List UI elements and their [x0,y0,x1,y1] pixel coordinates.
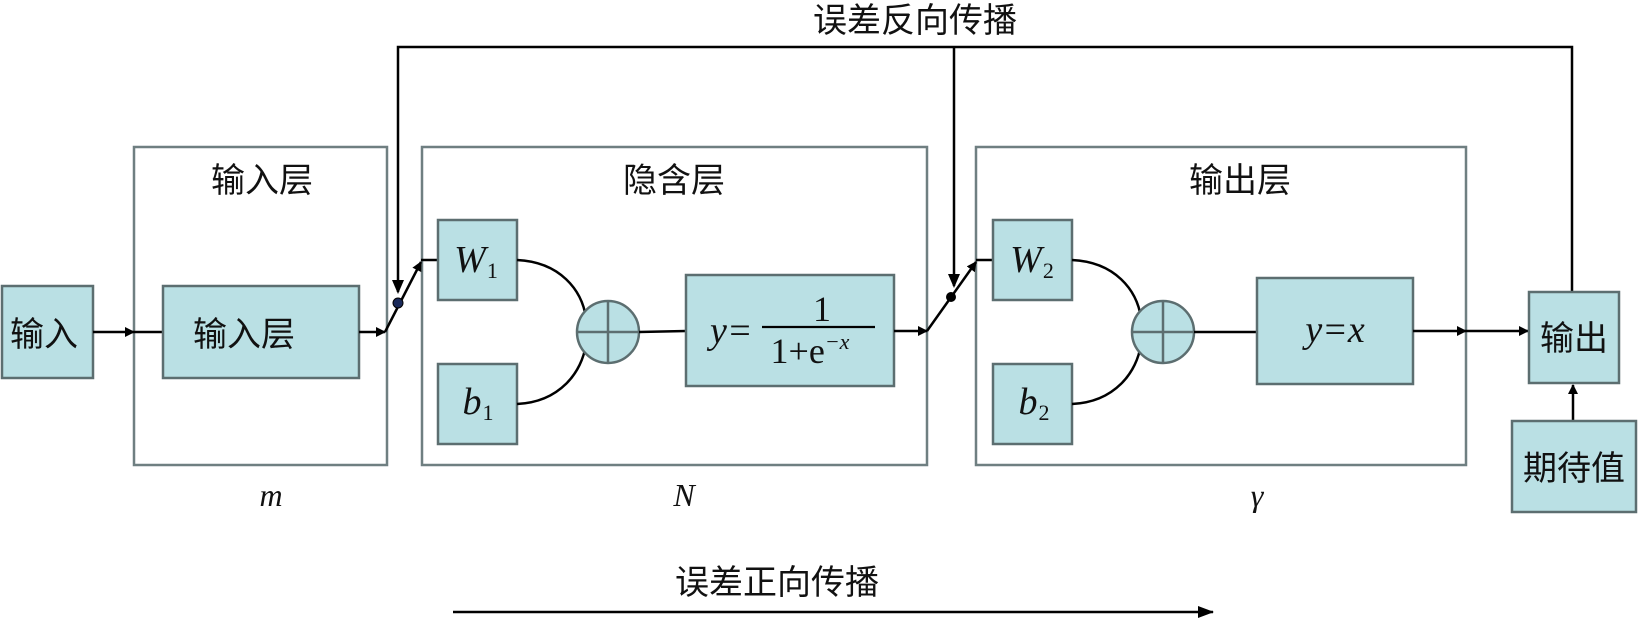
backprop-path [392,45,1574,294]
backprop-wire-to-hidden [396,45,1574,292]
hidden-size-label: N [672,477,696,513]
output-layer-frame [974,145,1468,467]
b1-to-sum-curve [516,343,588,406]
input-layer-box [161,284,361,380]
summation-icon [575,299,641,365]
output-layer-title: 输出层 [1189,161,1291,201]
hidden-in-diagonal [383,261,423,333]
sum-to-sigmoid-wire [638,329,687,334]
forward-title: 误差正向传播 [675,563,879,603]
hidden-junction-dot [392,297,404,309]
output-node-label: 输出 [1540,319,1608,359]
backprop-arrowhead-hidden [392,280,404,294]
svg-text:1+e−x: 1+e−x [771,329,850,371]
b2-to-sum-curve [1071,343,1143,406]
expected-value-label: 期待值 [1523,449,1625,489]
w2-to-sum-curve [1071,258,1143,319]
hidden-layer-title: 隐含层 [623,161,725,201]
linear-activation-box [1255,276,1415,386]
b2-label: b2 [1019,381,1050,425]
input-node-label: 输入 [10,315,78,355]
input-layer-box-label: 输入层 [193,315,295,355]
sigmoid-formula: y= 1 1+e−x [706,289,875,371]
linear-formula: y=x [1301,309,1365,351]
w1-box [436,218,519,302]
w1-to-sum-curve [516,258,588,319]
b1-box [436,362,519,446]
svg-text:1: 1 [813,289,831,329]
hidden-layer-frame [420,145,929,467]
w1-label: W1 [454,239,498,283]
b2-box [991,362,1074,446]
input-layer-frame [132,145,389,467]
b1-label: b1 [463,381,494,425]
output-junction-dot [946,292,956,302]
input-size-label: m [259,477,282,513]
backprop-title: 误差反向传播 [813,1,1017,41]
expected-value-node [1510,419,1638,514]
summation-icon [1130,299,1196,365]
w2-label: W2 [1010,239,1054,283]
backprop-arrowhead-output [948,274,960,288]
input-node [0,284,95,380]
sigmoid-activation-box [684,273,896,388]
output-size-label: γ [1251,477,1265,513]
svg-text:y=: y= [706,310,753,352]
input-layer-title: 输入层 [211,161,313,201]
output-node [1527,290,1621,385]
